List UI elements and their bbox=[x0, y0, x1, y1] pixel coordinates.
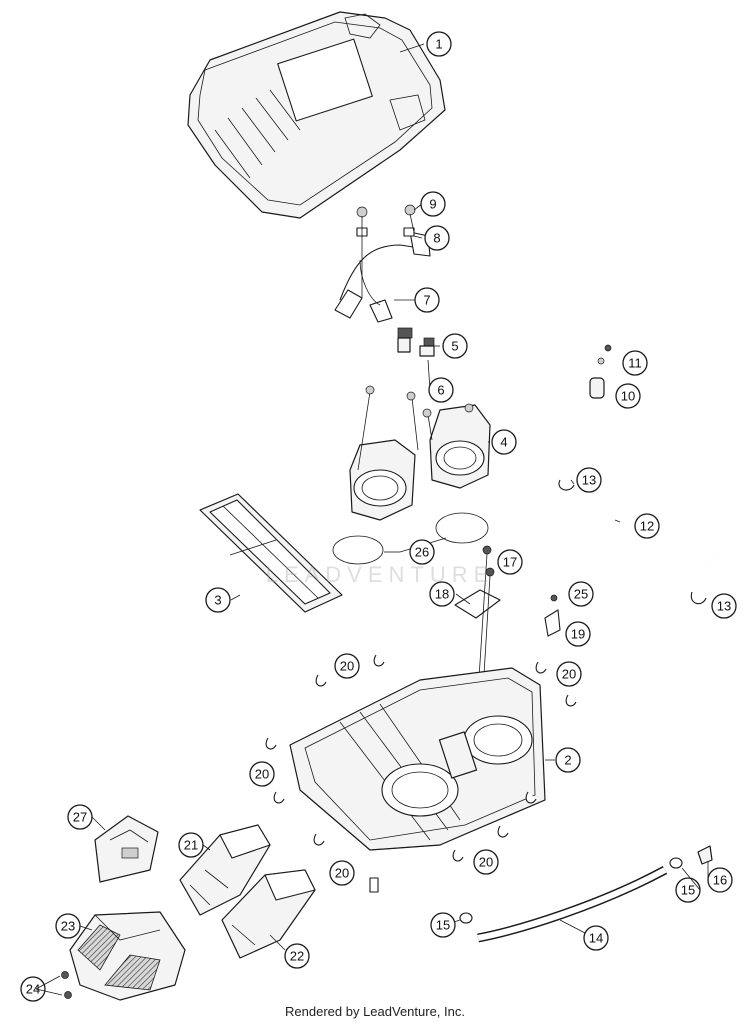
callout-21: 21 bbox=[178, 832, 204, 858]
svg-text:19: 19 bbox=[571, 627, 585, 642]
svg-text:26: 26 bbox=[415, 545, 429, 560]
callout-1: 1 bbox=[426, 31, 452, 57]
screws bbox=[61, 971, 72, 999]
svg-text:21: 21 bbox=[184, 838, 198, 853]
svg-text:20: 20 bbox=[562, 667, 576, 682]
sensors bbox=[397, 327, 435, 357]
intake-snorkel bbox=[69, 911, 186, 1001]
svg-text:13: 13 bbox=[582, 473, 596, 488]
render-credit: Rendered by LeadVenture, Inc. bbox=[285, 1004, 465, 1019]
callout-18: 18 bbox=[429, 581, 455, 607]
callout-3: 3 bbox=[205, 587, 231, 613]
callout-24: 24 bbox=[20, 976, 46, 1002]
callout-11: 11 bbox=[622, 350, 648, 376]
callout-26: 26 bbox=[409, 539, 435, 565]
svg-text:11: 11 bbox=[628, 356, 642, 371]
callout-25: 25 bbox=[568, 581, 594, 607]
air-filter bbox=[199, 493, 343, 613]
callout-2: 2 bbox=[555, 747, 581, 773]
intake-duct-lower bbox=[221, 869, 316, 959]
callout-17: 17 bbox=[497, 549, 523, 575]
callout-6: 6 bbox=[428, 377, 454, 403]
callout-13-a: 13 bbox=[576, 467, 602, 493]
callout-4: 4 bbox=[491, 429, 517, 455]
callout-22: 22 bbox=[284, 943, 310, 969]
svg-text:14: 14 bbox=[589, 931, 603, 946]
callout-14: 14 bbox=[583, 925, 609, 951]
svg-text:27: 27 bbox=[73, 810, 87, 825]
callout-10: 10 bbox=[615, 383, 641, 409]
svg-text:25: 25 bbox=[574, 587, 588, 602]
callout-27: 27 bbox=[67, 804, 93, 830]
callout-20-b: 20 bbox=[556, 661, 582, 687]
callout-16: 16 bbox=[707, 867, 733, 893]
callout-9: 9 bbox=[420, 191, 446, 217]
svg-text:20: 20 bbox=[479, 855, 493, 870]
svg-text:8: 8 bbox=[433, 231, 440, 246]
callout-23: 23 bbox=[55, 913, 81, 939]
bracket bbox=[454, 545, 561, 741]
drain-hose bbox=[459, 845, 713, 943]
callout-20-a: 20 bbox=[334, 653, 360, 679]
callout-20-e: 20 bbox=[473, 849, 499, 875]
callout-20-c: 20 bbox=[249, 761, 275, 787]
svg-text:22: 22 bbox=[290, 949, 304, 964]
svg-text:23: 23 bbox=[61, 919, 75, 934]
callout-8: 8 bbox=[424, 225, 450, 251]
breather-hose bbox=[551, 479, 715, 605]
svg-text:17: 17 bbox=[503, 555, 517, 570]
callout-12: 12 bbox=[634, 513, 660, 539]
callout-7: 7 bbox=[414, 287, 440, 313]
svg-text:20: 20 bbox=[340, 659, 354, 674]
svg-text:15: 15 bbox=[681, 883, 695, 898]
clips bbox=[265, 654, 577, 893]
small-fitting bbox=[589, 344, 612, 399]
svg-text:7: 7 bbox=[423, 293, 430, 308]
svg-text:2: 2 bbox=[564, 753, 571, 768]
svg-text:5: 5 bbox=[451, 339, 458, 354]
airbox-cover bbox=[187, 11, 446, 219]
throttle-bodies bbox=[349, 385, 491, 521]
svg-text:15: 15 bbox=[436, 918, 450, 933]
airbox-housing bbox=[289, 667, 546, 851]
svg-text:10: 10 bbox=[621, 389, 635, 404]
o-rings bbox=[332, 512, 489, 565]
callout-15-b: 15 bbox=[675, 877, 701, 903]
svg-text:4: 4 bbox=[500, 435, 507, 450]
svg-text:24: 24 bbox=[26, 982, 40, 997]
svg-text:18: 18 bbox=[435, 587, 449, 602]
svg-text:20: 20 bbox=[255, 767, 269, 782]
svg-text:1: 1 bbox=[435, 37, 442, 52]
callout-5: 5 bbox=[442, 333, 468, 359]
svg-text:12: 12 bbox=[640, 519, 654, 534]
callout-20-d: 20 bbox=[329, 860, 355, 886]
svg-text:9: 9 bbox=[429, 197, 436, 212]
svg-text:16: 16 bbox=[713, 873, 727, 888]
callout-19: 19 bbox=[565, 621, 591, 647]
intake-duct-upper bbox=[179, 824, 271, 916]
callout-15-a: 15 bbox=[430, 912, 456, 938]
cover-plate bbox=[94, 815, 159, 883]
watermark: LEADVENTURE bbox=[265, 562, 495, 587]
svg-text:13: 13 bbox=[717, 599, 731, 614]
svg-text:20: 20 bbox=[335, 866, 349, 881]
callout-13-b: 13 bbox=[711, 593, 737, 619]
svg-text:3: 3 bbox=[214, 593, 221, 608]
vent-hose bbox=[334, 204, 431, 323]
svg-text:6: 6 bbox=[437, 383, 444, 398]
